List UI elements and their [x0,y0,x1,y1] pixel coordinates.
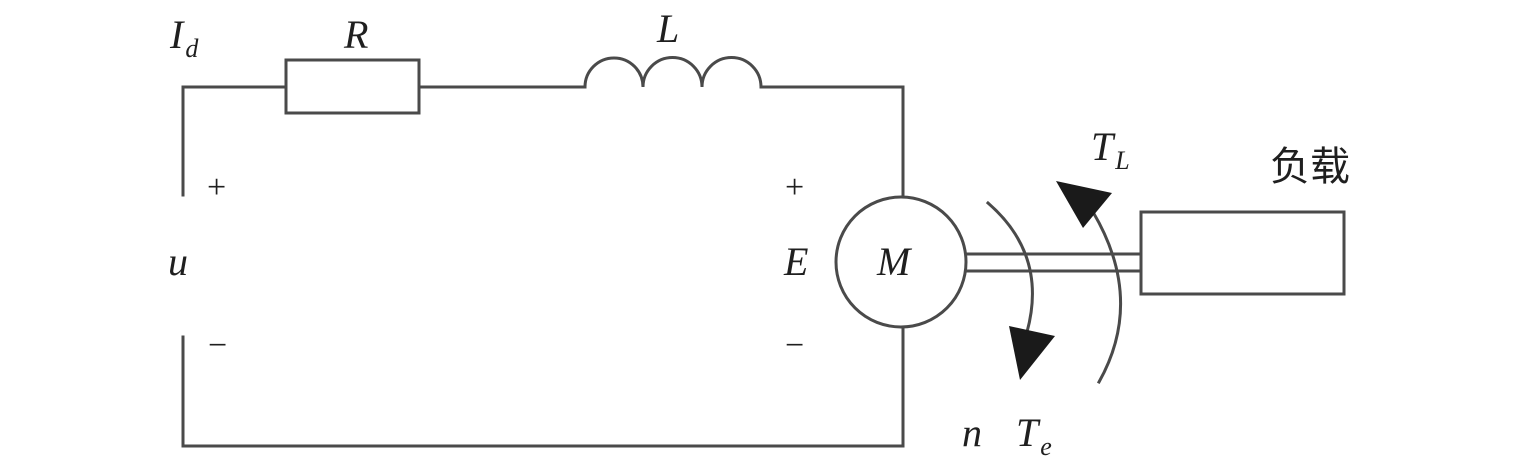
armature-current-label: Id [169,12,199,63]
speed-label: n [962,410,982,455]
top-left-wire [181,85,288,197]
motor [834,195,968,329]
resistor-label: R [343,12,368,57]
load-label: 负载 [1270,144,1350,190]
source-plus-sign: + [207,169,226,206]
load-torque-arrow-head [1056,181,1112,228]
source-minus-sign: − [208,327,227,364]
load-torque-arrow-arc [1090,209,1122,385]
emf-minus-sign: − [785,327,804,364]
bottom-wire [181,325,905,448]
load-box [1139,210,1346,296]
back-emf-label: E [783,239,808,284]
top-right-wire [759,85,905,197]
emf-plus-sign: + [785,169,804,206]
inductor-label: L [656,6,679,51]
motor-label: M [876,239,913,284]
speed-arrow-head [1009,326,1055,380]
inductor-coil [583,56,763,89]
speed-arrow-arc [985,200,1034,334]
em-torque-label: Te [1016,410,1052,461]
source-voltage-label: u [168,239,188,284]
load-torque-label: TL [1091,124,1130,175]
resistor [284,58,421,115]
